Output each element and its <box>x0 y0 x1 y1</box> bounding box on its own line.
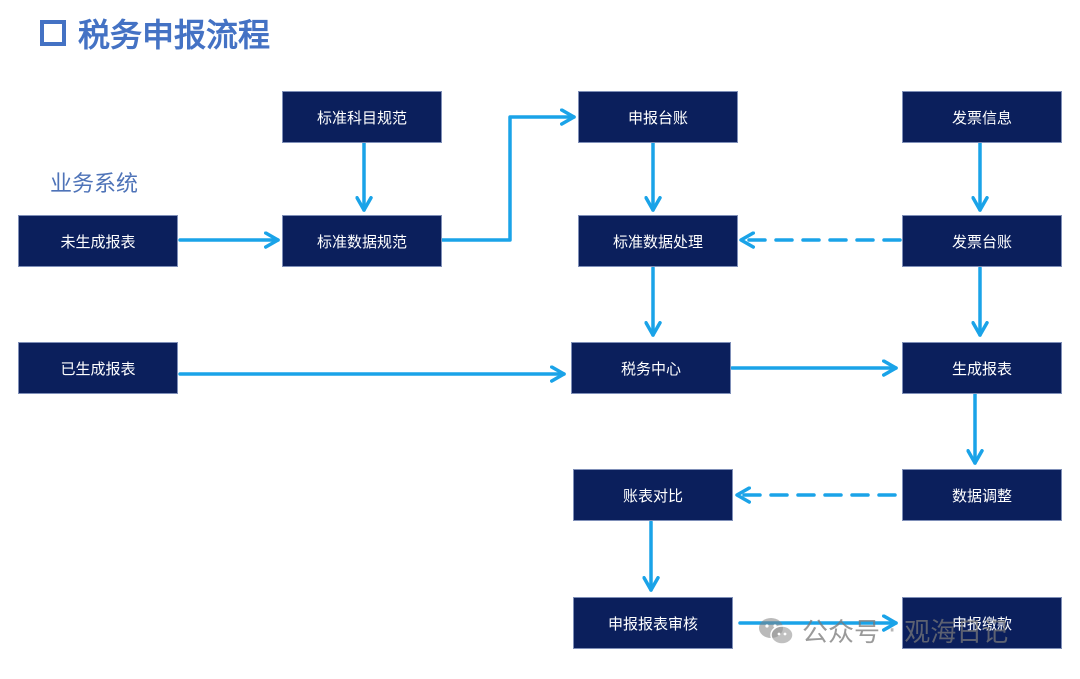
node-generate-report: 生成报表 <box>902 342 1062 394</box>
watermark: 公众号 · 观海日记 <box>758 612 1008 649</box>
square-bullet-icon <box>40 20 66 46</box>
node-standard-data-norm: 标准数据规范 <box>282 215 442 267</box>
watermark-right-text: 观海日记 <box>904 618 1009 648</box>
page-title: 税务申报流程 <box>40 10 270 56</box>
page-title-text: 税务申报流程 <box>78 16 271 54</box>
node-declare-payment: 申报缴款 <box>902 597 1062 649</box>
node-invoice-info: 发票信息 <box>902 91 1062 143</box>
node-data-adjustment: 数据调整 <box>902 469 1062 521</box>
node-account-compare: 账表对比 <box>573 469 733 521</box>
wechat-icon <box>759 617 794 645</box>
node-generated-report: 已生成报表 <box>18 342 178 394</box>
arrow-norm-to-ledger <box>440 108 576 242</box>
node-ungenerated-report: 未生成报表 <box>18 215 178 267</box>
node-standard-subject-norm: 标准科目规范 <box>282 91 442 143</box>
section-label-business-system: 业务系统 <box>50 172 139 197</box>
node-declaration-ledger: 申报台账 <box>578 91 738 143</box>
watermark-left-text: 公众号 <box>802 618 881 648</box>
watermark-separator: · <box>888 615 897 646</box>
node-tax-center: 税务中心 <box>571 342 731 394</box>
node-standard-data-processing: 标准数据处理 <box>578 215 738 267</box>
node-report-review: 申报报表审核 <box>573 597 733 649</box>
node-invoice-ledger: 发票台账 <box>902 215 1062 267</box>
